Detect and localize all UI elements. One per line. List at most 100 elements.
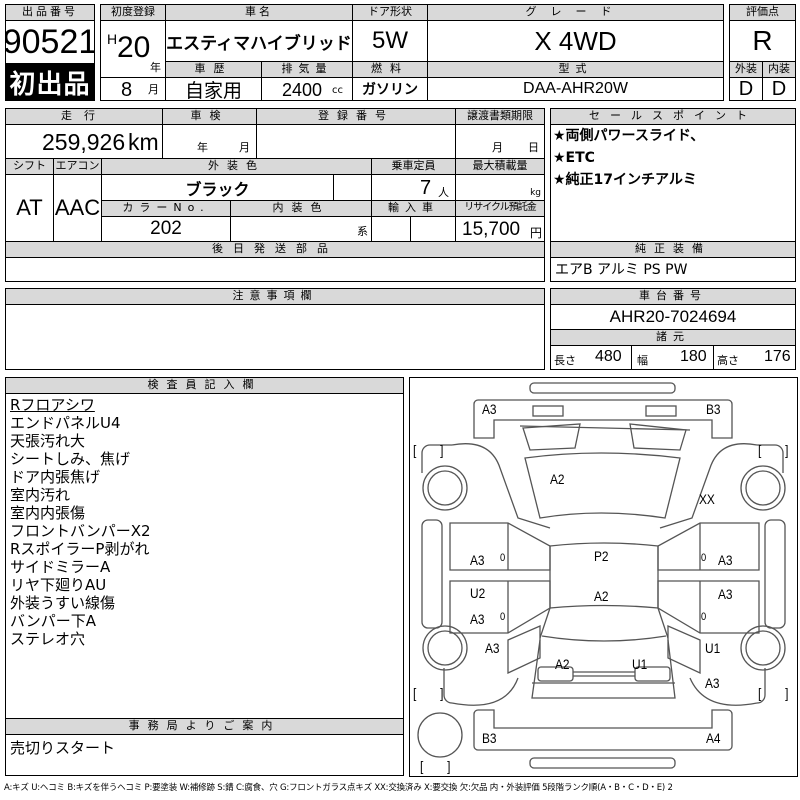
inspector-note: ステレオ穴 — [10, 630, 86, 648]
exterior-color-extra — [333, 174, 372, 201]
exterior-score: D — [729, 77, 763, 101]
spec-width-cell: 幅 180 — [631, 345, 714, 370]
capacity-header: 乗車定員 — [371, 158, 456, 175]
sales-point-item: ★純正17インチアルミ — [553, 172, 697, 188]
lot-number: 90521 — [5, 20, 95, 64]
genuine-equipment-header: 純正装備 — [550, 241, 796, 258]
capacity: 7 — [420, 177, 432, 199]
inspection-year-unit: 年 — [197, 141, 208, 154]
max-load-header: 最大積載量 — [455, 158, 545, 175]
first-registration-header: 初度登録 — [100, 4, 166, 21]
sales-points: ★両側パワースライド、 ★ETC ★純正17インチアルミ — [550, 124, 796, 242]
genuine-equipment: エアB アルミ PS PW — [550, 257, 796, 282]
length-value: 480 — [595, 348, 622, 365]
inspector-note: バンパー下A — [10, 612, 97, 630]
inspector-note: 天張汚れ大 — [10, 432, 86, 450]
mark-hood: A2 — [550, 471, 565, 487]
inspection-cell: 年 月 — [162, 124, 257, 159]
lot-number-header: 出品番号 — [5, 4, 95, 21]
recycle-fee-cell: 15,700 円 — [455, 216, 545, 242]
year-unit: 年 — [150, 61, 161, 74]
grade-header: グレード — [427, 4, 724, 21]
later-parts-header: 後日発送部品 — [5, 241, 545, 258]
height-value: 176 — [764, 348, 791, 365]
registration-number-header: 登録番号 — [256, 108, 456, 125]
exterior-color: ブラック — [101, 174, 334, 201]
mark-rear-door-left-top: U2 — [470, 585, 486, 601]
score-header: 評価点 — [729, 4, 796, 21]
interior-score: D — [762, 77, 796, 101]
mark-front-fender-right: XX — [699, 491, 715, 507]
inspector-note: RスポイラーP剥がれ — [10, 540, 150, 558]
capacity-cell: 7 人 — [371, 174, 456, 201]
color-no-header: カラーNo. — [101, 200, 231, 217]
transfer-deadline-cell: 月 日 — [455, 124, 545, 159]
recycle-fee-header: リサイクル預託金 — [455, 200, 545, 217]
transfer-day-unit: 日 — [528, 141, 539, 154]
displacement-header: 排気量 — [261, 61, 353, 78]
mark-roof-top: P2 — [594, 548, 609, 564]
interior-color-unit: 系 — [357, 225, 368, 238]
shift-header: シフト — [5, 158, 54, 175]
inspector-header: 検査員記入欄 — [5, 377, 404, 394]
inspector-note: 外装うすい線傷 — [10, 594, 116, 612]
mark-rear-fender-right-top: U1 — [705, 640, 721, 656]
mileage-header: 走行 — [5, 108, 163, 125]
registration-number — [256, 124, 456, 159]
inspector-notes: Rフロアシワ エンドパネルU4 天張汚れ大 シートしみ、焦げ ドア内張焦げ 室内… — [5, 393, 404, 719]
mark-front-door-left: A3 — [470, 552, 485, 568]
mark-front-door-left-zero: 0 — [500, 552, 506, 564]
chassis-number-header: 車台番号 — [550, 288, 796, 305]
sales-points-header: セールスポイント — [550, 108, 796, 125]
length-label: 長さ — [554, 354, 576, 367]
width-label: 幅 — [637, 354, 648, 367]
mark-rear-bumper-left: B3 — [482, 730, 497, 746]
door-type-header: ドア形状 — [352, 4, 428, 21]
first-registration-month-cell: 8 月 — [100, 77, 166, 101]
bracket-spare: [ ] — [420, 758, 451, 774]
history: 自家用 — [165, 77, 262, 101]
mark-rear-bumper-right: A4 — [706, 730, 721, 746]
fuel: ガソリン — [352, 77, 428, 101]
sales-point-item: ★ETC — [553, 150, 595, 166]
inspector-note: 室内内張傷 — [10, 504, 86, 522]
mark-front-bumper-left: A3 — [482, 401, 497, 417]
color-no: 202 — [101, 216, 231, 242]
overall-score: R — [729, 20, 796, 62]
imported-cell-a — [371, 216, 411, 242]
inspector-note: リヤ下廻りAU — [10, 576, 107, 594]
exterior-color-header: 外装色 — [101, 158, 372, 175]
max-load-cell: kg — [455, 174, 545, 201]
interior-color-cell: 系 — [230, 216, 372, 242]
damage-legend: A:キズ U:ヘコミ B:キズを伴うヘコミ P:要塗装 W:補修跡 S:錆 C:… — [4, 783, 673, 793]
first-listing-badge: 初出品 — [5, 63, 95, 101]
aircon: AAC — [53, 174, 102, 242]
mark-rear-door-right: A3 — [718, 586, 733, 602]
registration-year: 20 — [117, 31, 151, 64]
bracket-front-left: [ ] — [413, 442, 444, 458]
mark-rear-door-left: A3 — [470, 611, 485, 627]
inspector-note: シートしみ、焦げ — [10, 450, 131, 468]
inspection-header: 車検 — [162, 108, 257, 125]
interior-color-header: 内装色 — [230, 200, 372, 217]
mark-roof-bottom: A2 — [594, 588, 609, 604]
specs-header: 諸元 — [550, 329, 796, 346]
bracket-rear-right: [ ] — [758, 685, 789, 701]
first-registration-year-cell: H 20 年 — [100, 20, 166, 78]
mark-tailgate-right: U1 — [632, 656, 648, 672]
mark-front-door-right: A3 — [718, 552, 733, 568]
inspector-note: エンドパネルU4 — [10, 414, 121, 432]
era: H — [107, 31, 118, 47]
transfer-deadline-header: 譲渡書類期限 — [455, 108, 545, 125]
inspector-note: フロントバンパーX2 — [10, 522, 151, 540]
mark-front-bumper-right: B3 — [706, 401, 721, 417]
kg-unit: kg — [530, 188, 541, 198]
spec-height-cell: 高さ 176 — [713, 345, 796, 370]
spec-length-cell: 長さ 480 — [550, 345, 632, 370]
sales-point-item: ★両側パワースライド、 — [553, 128, 705, 144]
exterior-score-header: 外装 — [729, 61, 763, 78]
history-header: 車歴 — [165, 61, 262, 78]
bracket-rear-left: [ ] — [413, 685, 444, 701]
car-name-header: 車名 — [165, 4, 353, 21]
mark-rear-door-right-zero: 0 — [701, 611, 707, 623]
